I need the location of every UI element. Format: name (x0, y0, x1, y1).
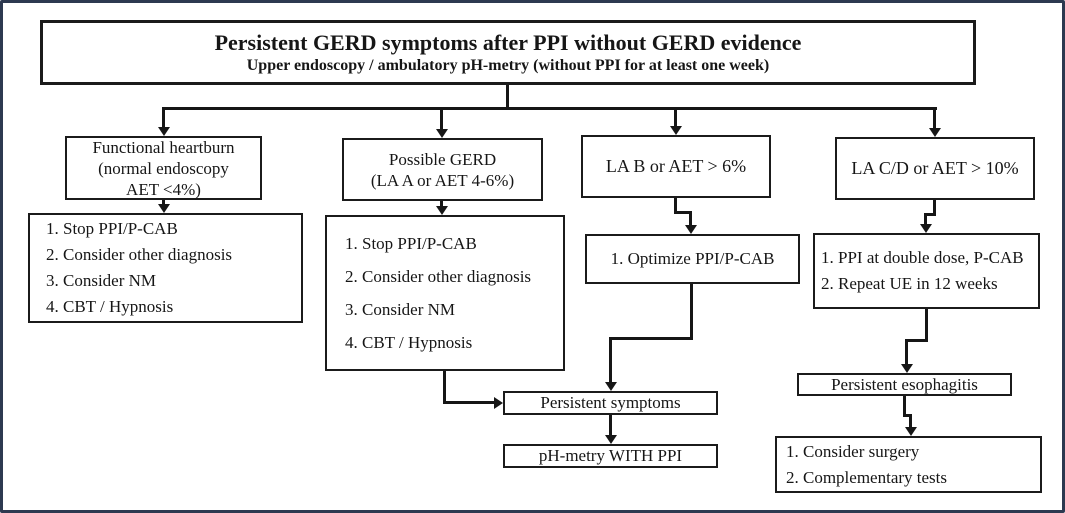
action-box-surgery: 1. Consider surgery 2. Complementary tes… (775, 436, 1042, 493)
connector-col3-jog-h (674, 211, 692, 214)
connector-col3-jog-v2 (689, 211, 692, 226)
action-item: 2. Repeat UE in 12 weeks (821, 274, 998, 293)
connector-col4-jog-v2 (924, 213, 927, 225)
outcome-label: Persistent symptoms (540, 393, 681, 412)
arrowhead-branch3-icon (670, 126, 682, 135)
action-item: 2. Complementary tests (786, 467, 948, 487)
connector-surgery-jog-h (903, 414, 912, 417)
action-box-optimize-ppi: 1. Optimize PPI/P-CAB (585, 234, 800, 284)
connector-surgery-jog-v2 (909, 414, 912, 428)
arrowhead-optimize-icon (685, 225, 697, 234)
connector-branch4-stem (933, 107, 936, 129)
outcome-box-persistent-symptoms: Persistent symptoms (503, 391, 718, 415)
condition-line: LA B or AET > 6% (605, 156, 747, 176)
condition-box-possible-gerd: Possible GERD (LA A or AET 4-6%) (342, 138, 543, 201)
outcome-box-ph-metry-with-ppi: pH-metry WITH PPI (503, 444, 718, 468)
connector-ph-metry-stem (609, 415, 612, 436)
arrowhead-ph-metry-icon (605, 435, 617, 444)
action-item: 2. Consider other diagnosis (46, 245, 233, 264)
page-title: Persistent GERD symptoms after PPI witho… (214, 29, 802, 55)
action-item: 1. Stop PPI/P-CAB (345, 234, 477, 253)
action-item: 4. CBT / Hypnosis (345, 333, 473, 352)
action-item: 4. CBT / Hypnosis (46, 297, 174, 316)
connector-optimize-elbow-v2 (609, 337, 612, 383)
connector-esophagitis-jog-v2 (905, 339, 908, 364)
connector-branch1-stem (162, 107, 165, 128)
arrowhead-col2-icon (436, 206, 448, 215)
action-box-double-dose: 1. PPI at double dose, P-CAB 2. Repeat U… (813, 233, 1040, 309)
connector-esophagitis-jog-v1 (925, 309, 928, 342)
connector-esophagitis-jog-h (905, 339, 928, 342)
connector-branch3-stem (674, 107, 677, 127)
outcome-label: Persistent esophagitis (831, 374, 978, 394)
condition-line: Possible GERD (388, 149, 497, 169)
arrowhead-persistent-symptoms-top-icon (605, 382, 617, 391)
connector-col3-jog-v1 (674, 198, 677, 214)
arrowhead-col1-icon (158, 204, 170, 213)
action-item: 3. Consider NM (46, 271, 157, 290)
connector-title-stem (506, 85, 509, 110)
connector-branch-rail (162, 107, 937, 110)
connector-col2-elbow-h (443, 401, 494, 404)
connector-col4-jog-v1 (933, 200, 936, 216)
outcome-box-persistent-esophagitis: Persistent esophagitis (797, 373, 1012, 396)
condition-line: AET <4%) (126, 179, 201, 199)
connector-surgery-jog-v1 (903, 396, 906, 417)
title-box: Persistent GERD symptoms after PPI witho… (40, 20, 976, 85)
action-item: 1. Consider surgery (786, 441, 920, 461)
connector-col4-jog-h (924, 213, 936, 216)
arrowhead-branch1-icon (158, 127, 170, 136)
arrowhead-surgery-icon (905, 427, 917, 436)
condition-box-functional-heartburn: Functional heartburn (normal endoscopy A… (65, 136, 262, 200)
connector-branch2-stem (440, 107, 443, 130)
arrowhead-double-dose-icon (920, 224, 932, 233)
action-box-functional-heartburn: 1. Stop PPI/P-CAB 2. Consider other diag… (28, 213, 303, 323)
connector-col2-stem (440, 201, 443, 207)
condition-line: Functional heartburn (92, 137, 235, 157)
action-box-possible-gerd: 1. Stop PPI/P-CAB 2. Consider other diag… (325, 215, 565, 371)
connector-optimize-elbow-h (609, 337, 693, 340)
condition-box-la-b: LA B or AET > 6% (581, 135, 771, 198)
outcome-label: pH-metry WITH PPI (538, 446, 683, 465)
connector-col2-elbow-v (443, 371, 446, 404)
arrowhead-esophagitis-icon (901, 364, 913, 373)
action-item: 3. Consider NM (345, 300, 456, 319)
arrowhead-branch4-icon (929, 128, 941, 137)
action-item: 1. PPI at double dose, P-CAB (821, 248, 1024, 267)
connector-optimize-elbow-v1 (690, 284, 693, 340)
condition-line: LA C/D or AET > 10% (851, 158, 1019, 178)
condition-line: (LA A or AET 4-6%) (370, 170, 515, 190)
arrowhead-branch2-icon (436, 129, 448, 138)
arrowhead-persistent-symptoms-left-icon (494, 397, 503, 409)
page-subtitle: Upper endoscopy / ambulatory pH-metry (w… (246, 56, 770, 74)
action-item: 1. Stop PPI/P-CAB (46, 219, 178, 238)
condition-line: (normal endoscopy (98, 158, 229, 178)
condition-box-la-cd: LA C/D or AET > 10% (835, 137, 1035, 200)
connector-col1-stem (162, 200, 165, 205)
action-item: 1. Optimize PPI/P-CAB (610, 249, 775, 268)
action-item: 2. Consider other diagnosis (345, 267, 532, 286)
